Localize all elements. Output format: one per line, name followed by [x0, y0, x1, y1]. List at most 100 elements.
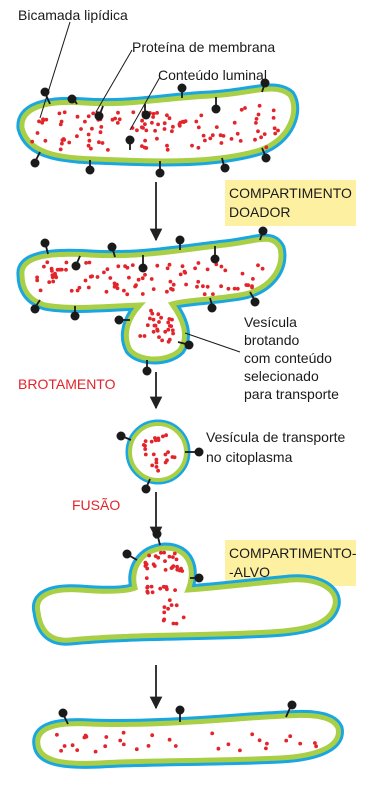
cargo-dot — [271, 108, 276, 113]
cargo-dot — [180, 264, 185, 269]
cargo-dot — [113, 116, 117, 121]
cargo-dot — [166, 327, 171, 332]
svg-text:-ALVO: -ALVO — [229, 564, 270, 580]
cargo-dot — [165, 113, 169, 118]
cargo-dot — [155, 327, 160, 332]
leader-lines — [39, 21, 161, 131]
cargo-dot — [257, 738, 262, 743]
cargo-dot — [62, 744, 67, 748]
cargo-dot — [167, 554, 172, 559]
cargo-dot — [143, 138, 148, 143]
cargo-dot — [153, 438, 158, 443]
cargo-dot — [139, 125, 144, 130]
cargo-dot — [195, 284, 199, 289]
cargo-dot — [161, 434, 165, 439]
cargo-dot — [105, 267, 110, 272]
cargo-dot — [160, 338, 165, 343]
cargo-dot — [145, 323, 150, 328]
cargo-dot — [35, 131, 40, 135]
cargo-dot — [150, 120, 154, 125]
cargo-dot — [69, 288, 74, 293]
cargo-dot — [142, 334, 147, 338]
cargo-dot — [254, 121, 258, 125]
cargo-dot — [208, 136, 213, 141]
cargo-dot — [153, 128, 158, 133]
cargo-dot — [166, 450, 171, 454]
cargo-dot — [169, 603, 174, 607]
cargo-dot — [221, 134, 226, 138]
cargo-dot — [256, 112, 261, 117]
cargo-dot — [115, 121, 120, 125]
cargo-dot — [219, 141, 224, 145]
cargo-dot — [100, 141, 105, 145]
fusion-step-label: FUSÃO — [72, 497, 120, 513]
cargo-dot — [149, 439, 154, 444]
cargo-dot — [167, 116, 172, 121]
cargo-dot — [151, 115, 156, 119]
cargo-dot — [196, 261, 201, 265]
cargo-dot — [103, 744, 108, 749]
cargo-dot — [42, 264, 46, 269]
cargo-dot — [162, 617, 167, 622]
cargo-dot — [253, 137, 257, 142]
cargo-dot — [210, 133, 215, 138]
cargo-dot — [153, 554, 158, 558]
cargo-dot — [97, 140, 101, 145]
donor-label-box: COMPARTIMENTO DOADOR — [225, 180, 356, 226]
cargo-dot — [239, 107, 244, 112]
cargo-dot — [140, 276, 145, 281]
cargo-dot — [138, 334, 143, 338]
cargo-dot — [144, 562, 149, 567]
cargo-dot — [201, 133, 206, 138]
cargo-dot — [169, 286, 173, 291]
cargo-dot — [108, 276, 113, 280]
cargo-dot — [167, 262, 172, 267]
cargo-dot — [45, 260, 50, 265]
cargo-dot — [75, 748, 80, 752]
cargo-dot — [147, 553, 152, 558]
cargo-dot — [240, 271, 245, 276]
svg-text:com conteúdo: com conteúdo — [244, 350, 332, 366]
transport-cargo — [141, 433, 177, 473]
cargo-dot — [243, 106, 247, 110]
target-compartment-fused — [32, 700, 344, 769]
cargo-dot — [256, 129, 260, 134]
cargo-dot — [47, 280, 52, 284]
cargo-dot — [67, 140, 72, 145]
cargo-dot — [142, 145, 147, 150]
cargo-dot — [235, 286, 240, 291]
cargo-dot — [194, 119, 199, 124]
cargo-dot — [232, 286, 237, 291]
cargo-dot — [180, 569, 185, 573]
cargo-dot — [162, 605, 167, 609]
cargo-dot — [58, 122, 63, 127]
cargo-dot — [219, 264, 224, 269]
svg-text:COMPARTIMENTO: COMPARTIMENTO — [229, 185, 352, 201]
cargo-dot — [214, 125, 219, 129]
cargo-dot — [171, 124, 175, 129]
cargo-dot — [50, 269, 54, 273]
transport-vesicle-label: Vesícula de transporte no citoplasma — [206, 429, 346, 465]
cargo-dot — [83, 278, 88, 283]
cargo-dot — [141, 443, 146, 447]
cargo-dot — [163, 460, 168, 465]
cargo-dot — [177, 123, 182, 128]
cargo-dot — [151, 329, 156, 334]
cargo-dot — [115, 286, 120, 291]
cargo-dot — [104, 289, 109, 294]
cargo-dot — [55, 732, 59, 737]
cargo-dot — [58, 147, 63, 152]
cargo-dot — [218, 133, 223, 138]
cargo-dot — [154, 465, 159, 469]
cargo-dot — [133, 284, 138, 289]
cargo-dot — [136, 277, 141, 282]
cargo-dot — [156, 122, 161, 127]
cargo-dot — [51, 279, 56, 284]
cargo-dot — [115, 282, 119, 287]
cargo-dot — [166, 320, 171, 325]
cargo-dot — [166, 339, 171, 344]
cargo-dot — [156, 312, 161, 317]
cargo-dot — [226, 742, 231, 747]
cargo-dot — [84, 261, 88, 265]
cargo-dot — [151, 452, 156, 457]
